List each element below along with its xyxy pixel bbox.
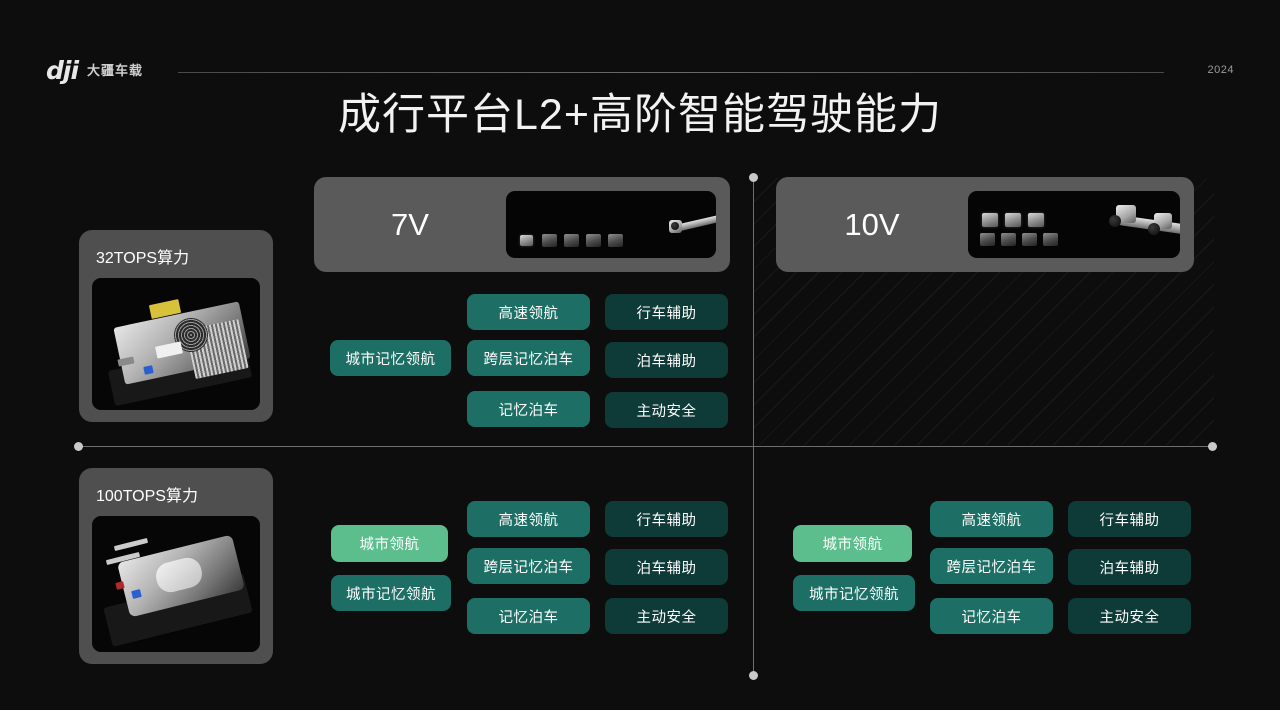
- header-rule: [178, 72, 1164, 73]
- pill-tops100-7v-mid-1[interactable]: 跨层记忆泊车: [467, 548, 590, 584]
- pill-tops32-7v-mid-1[interactable]: 跨层记忆泊车: [467, 340, 590, 376]
- divider-dot-left: [74, 442, 83, 451]
- ecu-100tops-image: [92, 516, 260, 652]
- pill-tops32-7v-right-0[interactable]: 行车辅助: [605, 294, 728, 330]
- compute-card-100tops-label: 100TOPS算力: [96, 488, 198, 505]
- divider-dot-top: [749, 173, 758, 182]
- column-header-10v-label: 10V: [844, 206, 900, 242]
- dji-brand-name: 大疆车载: [87, 63, 144, 78]
- pill-tops100-10v-highlight[interactable]: 城市领航: [793, 525, 912, 562]
- dji-wordmark: dji: [46, 56, 79, 85]
- pill-tops100-10v-mid-2[interactable]: 记忆泊车: [930, 598, 1053, 634]
- pill-tops100-7v-right-1[interactable]: 泊车辅助: [605, 549, 728, 585]
- divider-dot-right: [1208, 442, 1217, 451]
- compute-card-32tops: 32TOPS算力: [79, 230, 273, 422]
- pill-tops32-7v-right-1[interactable]: 泊车辅助: [605, 342, 728, 378]
- pill-tops100-10v-right-2[interactable]: 主动安全: [1068, 598, 1191, 634]
- sensor-kit-10v-image: [968, 191, 1180, 258]
- compute-card-100tops: 100TOPS算力: [79, 468, 273, 664]
- pill-tops100-10v-right-1[interactable]: 泊车辅助: [1068, 549, 1191, 585]
- divider-dot-bottom: [749, 671, 758, 680]
- pill-tops100-10v-lead-0[interactable]: 城市记忆领航: [793, 575, 915, 611]
- pill-tops100-10v-right-0[interactable]: 行车辅助: [1068, 501, 1191, 537]
- sensor-kit-7v-image: [506, 191, 716, 258]
- page-title: 成行平台L2+高阶智能驾驶能力: [338, 91, 942, 139]
- vertical-divider: [753, 177, 754, 677]
- column-header-7v: 7V: [314, 177, 730, 272]
- pill-tops32-7v-mid-2[interactable]: 记忆泊车: [467, 391, 590, 427]
- pill-tops100-10v-mid-0[interactable]: 高速领航: [930, 501, 1053, 537]
- pill-tops32-7v-lead-0[interactable]: 城市记忆领航: [330, 340, 451, 376]
- pill-tops100-10v-mid-1[interactable]: 跨层记忆泊车: [930, 548, 1053, 584]
- pill-tops32-7v-right-2[interactable]: 主动安全: [605, 392, 728, 428]
- slide-header: dji 大疆车载 2024: [0, 28, 1280, 83]
- dji-logo: dji 大疆车载: [46, 58, 143, 83]
- compute-card-32tops-label: 32TOPS算力: [96, 250, 190, 267]
- pill-tops100-7v-mid-0[interactable]: 高速领航: [467, 501, 590, 537]
- pill-tops100-7v-mid-2[interactable]: 记忆泊车: [467, 598, 590, 634]
- header-year: 2024: [1207, 64, 1234, 76]
- pill-tops100-7v-right-0[interactable]: 行车辅助: [605, 501, 728, 537]
- column-header-7v-label: 7V: [391, 206, 429, 242]
- pill-tops32-7v-mid-0[interactable]: 高速领航: [467, 294, 590, 330]
- pill-tops100-7v-highlight[interactable]: 城市领航: [331, 525, 448, 562]
- pill-tops100-7v-lead-0[interactable]: 城市记忆领航: [331, 575, 451, 611]
- horizontal-divider: [78, 446, 1212, 447]
- pill-tops100-7v-right-2[interactable]: 主动安全: [605, 598, 728, 634]
- column-header-10v: 10V: [776, 177, 1194, 272]
- ecu-32tops-image: [92, 278, 260, 410]
